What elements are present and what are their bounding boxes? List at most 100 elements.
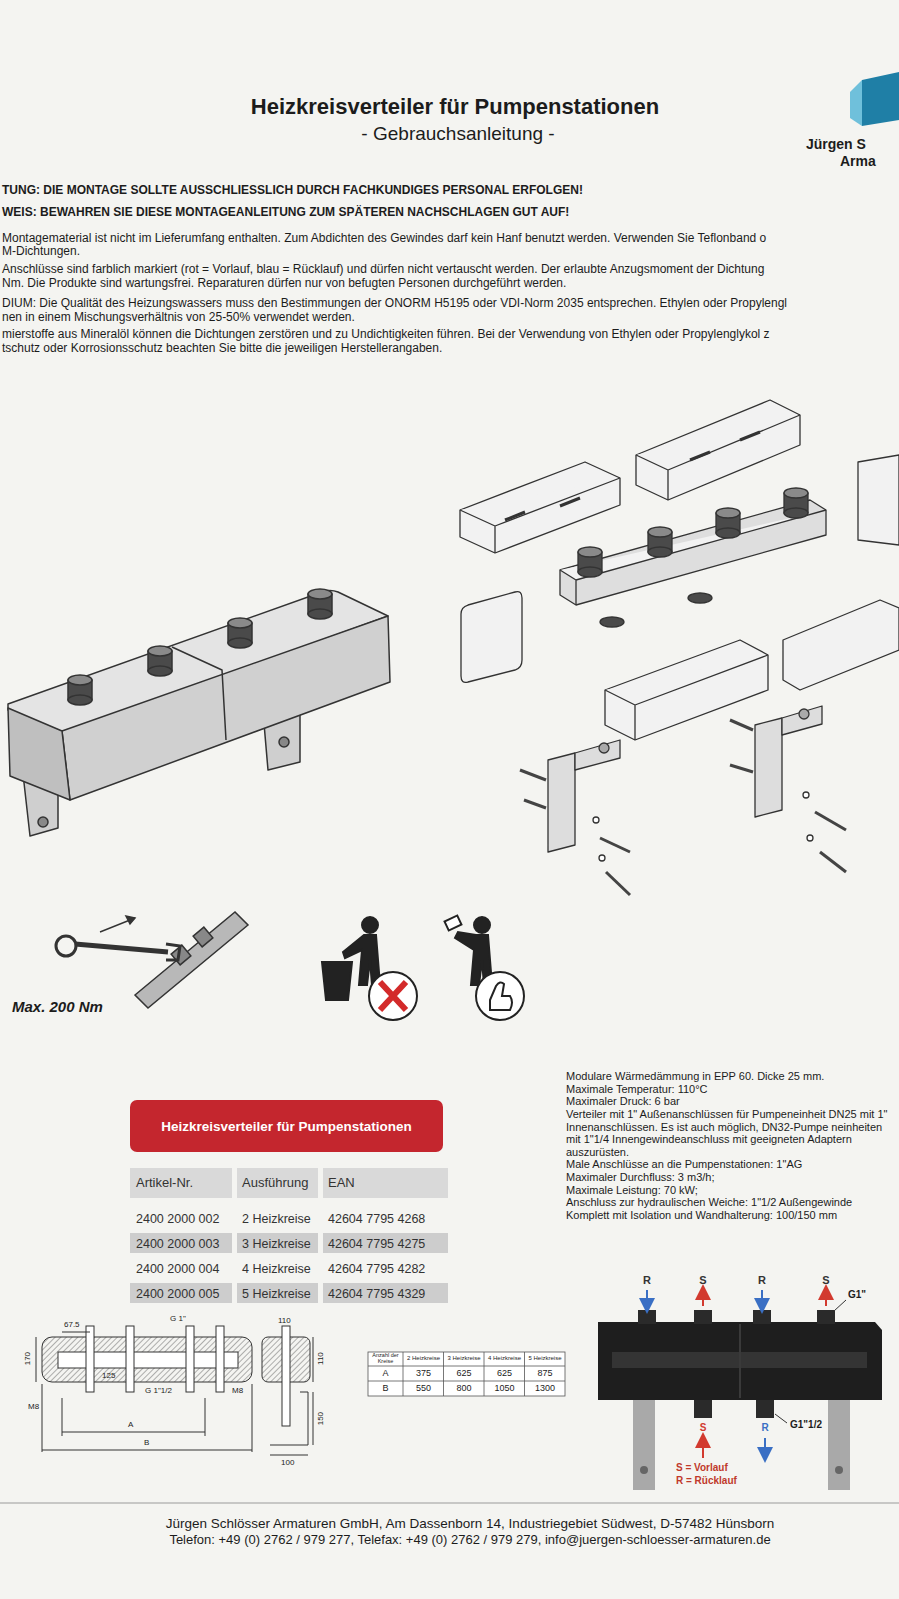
distributor-photo-part xyxy=(702,1292,704,1306)
exploded-view-part xyxy=(690,432,760,460)
dimension-table-part xyxy=(368,1381,565,1382)
logo-part xyxy=(862,72,899,126)
exploded-view-part xyxy=(636,400,800,500)
port-label: S xyxy=(822,1274,829,1287)
dimension-table-part xyxy=(524,1352,525,1396)
exploded-view-part-part xyxy=(730,765,753,772)
assembled-distributor-part xyxy=(308,589,332,619)
table-cell: 2400 2000 002 xyxy=(136,1212,219,1226)
subtitle: - Gebrauchsanleitung - xyxy=(361,123,554,145)
exploded-view-part xyxy=(605,655,768,740)
recycle-icon-part xyxy=(476,972,524,1020)
distributor-photo-part xyxy=(817,1310,835,1324)
table-cell: 2400 2000 005 xyxy=(136,1287,219,1301)
technical-drawing-part xyxy=(126,1326,134,1392)
exploded-view-part xyxy=(460,478,620,553)
text-line: Nm. Die Produkte sind wartungsfrei. Repa… xyxy=(2,277,895,291)
dimension: G 1"1/2 xyxy=(145,1386,172,1395)
distributor-photo-part xyxy=(764,1438,766,1455)
technical-drawing-part xyxy=(252,1384,253,1452)
dimension: 67.5 xyxy=(64,1320,80,1329)
recycle-icon-part xyxy=(474,917,490,933)
wrench-icon-part xyxy=(166,944,180,960)
technical-drawing-part xyxy=(270,1392,308,1445)
table-background-part xyxy=(323,1168,448,1198)
assembled-distributor xyxy=(8,589,390,836)
exploded-view-part xyxy=(648,527,672,557)
port-label: S xyxy=(700,1422,707,1434)
distributor-photo-part xyxy=(694,1400,712,1418)
recycle-icon-part xyxy=(490,982,512,1010)
disposal-icon-part xyxy=(369,972,417,1020)
exploded-view-part-part xyxy=(524,800,546,808)
text-line: Maximaler Durchfluss: 3 m3/h; xyxy=(566,1171,896,1184)
assembled-distributor-part xyxy=(68,675,92,705)
exploded-view-part-part xyxy=(820,852,846,872)
table-cell: 42604 7795 4329 xyxy=(328,1287,425,1301)
distributor-photo-part xyxy=(694,1310,712,1324)
assembled-distributor-part xyxy=(148,646,172,676)
table-header: EAN xyxy=(328,1176,355,1191)
text-line: Male Anschlüsse an die Pumpenstationen: … xyxy=(566,1158,896,1171)
technical-drawing-part xyxy=(62,1332,90,1333)
text-line: TUNG: DIE MONTAGE SOLLTE AUSSCHLIESSLICH… xyxy=(2,184,895,198)
dimension-table-part xyxy=(403,1352,404,1396)
dimension: 170 xyxy=(23,1352,32,1365)
exploded-view-part xyxy=(807,835,813,841)
assembled-distributor-part xyxy=(279,737,289,747)
distributor-photo-part xyxy=(834,1300,846,1311)
table-cell: 4 Heizkreise xyxy=(488,1355,521,1362)
wrench-icon-part xyxy=(135,912,248,1008)
distributor-photo-part xyxy=(828,1398,850,1490)
text-line: M-Dichtungen. xyxy=(2,245,895,259)
table-background-part xyxy=(237,1233,318,1253)
key-text: S = Vorlauf xyxy=(676,1462,728,1474)
distributor-photo-part xyxy=(825,1292,827,1306)
exploded-view-part xyxy=(783,600,899,690)
exploded-view-part xyxy=(688,593,712,603)
dimension: G 1" xyxy=(170,1314,186,1323)
table-header: Artikel-Nr. xyxy=(136,1176,193,1191)
exploded-view-part xyxy=(578,547,602,577)
dimension: 110 xyxy=(316,1352,325,1365)
text-line: Modulare Wärmedämmung in EPP 60. Dicke 2… xyxy=(566,1070,896,1083)
exploded-view-part-part xyxy=(520,770,546,780)
exploded-view-part xyxy=(858,455,899,545)
technical-drawing-part xyxy=(282,1326,290,1426)
assembled-distributor-part xyxy=(8,708,70,800)
technical-drawing-part xyxy=(313,1337,314,1382)
technical-drawing xyxy=(36,1326,313,1455)
logo xyxy=(850,72,899,126)
exploded-view-part xyxy=(716,508,740,538)
technical-drawing-part xyxy=(58,1352,238,1368)
table-cell: B xyxy=(382,1383,388,1393)
exploded-view-part xyxy=(636,415,800,500)
technical-drawing-part xyxy=(86,1326,94,1392)
technical-drawing-part xyxy=(36,1337,37,1382)
distributor-photo-part xyxy=(646,1290,648,1306)
assembled-distributor-part xyxy=(172,647,226,740)
port-label: R xyxy=(758,1274,766,1287)
exploded-view-part xyxy=(782,706,822,735)
table-cell: 2400 2000 003 xyxy=(136,1237,219,1251)
table-cell: A xyxy=(382,1368,388,1378)
logo-text: Jürgen S xyxy=(806,136,866,152)
dimension-table xyxy=(368,1352,565,1396)
table-cell: 1300 xyxy=(535,1383,555,1393)
disposal-icon-part xyxy=(322,962,352,1000)
wrench-icon-part xyxy=(56,936,76,956)
distributor-photo-part xyxy=(835,1466,843,1474)
banner-text: Heizkreisverteiler für Pumpenstationen xyxy=(161,1119,412,1134)
text-line: Maximaler Druck: 6 bar xyxy=(566,1095,896,1108)
distributor-photo-part xyxy=(739,1324,741,1398)
table-background-part xyxy=(130,1283,232,1303)
port-label: S xyxy=(699,1274,706,1287)
dimension: 150 xyxy=(316,1412,325,1425)
disposal-icon-part xyxy=(362,917,378,933)
torque-note: Max. 200 Nm xyxy=(12,998,103,1015)
exploded-view-part-part xyxy=(730,720,753,730)
table-cell: 625 xyxy=(497,1368,512,1378)
exploded-view-part-part xyxy=(815,812,846,830)
distributor-photo xyxy=(598,1290,882,1490)
exploded-view-part xyxy=(548,753,575,852)
